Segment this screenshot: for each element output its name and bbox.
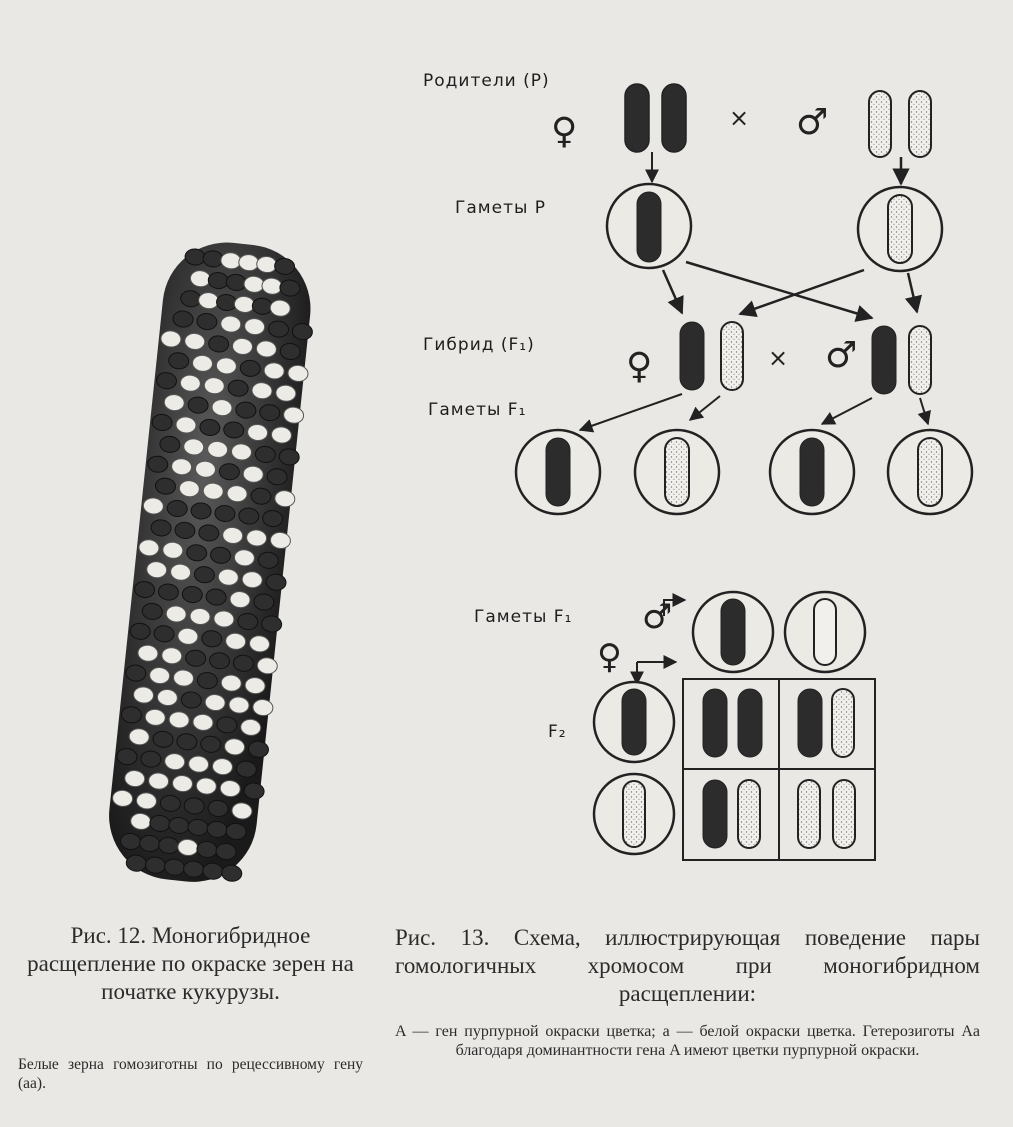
cross-symbol-parents: × [729,104,749,132]
punnett-cell-Aa-top [798,689,854,757]
male-symbol-hybrid: ♂ [825,335,857,376]
corn-cob-illustration [103,236,321,888]
female-symbol-square: ♀ [597,637,622,677]
gamete-p-male [858,187,942,271]
fig13-caption: Рис. 13. Схема, иллюстрирующая поведение… [395,924,980,1008]
square-male-gamete-light [785,592,865,672]
female-symbol-hybrid: ♀ [626,346,652,387]
cross-symbol-hybrid: × [768,344,788,372]
cross-scheme: Родители (Р) Гаметы Р Гибрид (F₁) Гаметы… [423,71,972,860]
arrow-p-female-to-f1-male [686,262,872,318]
label-parents: Родители (Р) [423,71,550,91]
male-symbol-square: ♂ [642,597,672,637]
arrow-f1-male-dark [822,398,872,424]
f1-gamete-dark-2 [770,430,854,514]
f1-female-chromosomes [680,322,743,390]
fig13-note: A — ген пурпурной окраски цветка; a — бе… [395,1022,980,1060]
punnett-cell-Aa-bottom [703,780,760,848]
male-symbol-parents: ♂ [796,102,828,143]
f1-gamete-light-1 [635,430,719,514]
arrow-p-male-to-f1-female [740,270,864,314]
label-gametes-p: Гаметы Р [455,198,546,218]
gamete-p-female [607,184,691,268]
f1-gamete-dark-1 [516,430,600,514]
parent-female-chromosomes [625,84,686,152]
arrow-f1-female-light [690,396,720,420]
label-gametes-f1: Гаметы F₁ [428,400,526,420]
fig12-note: Белые зерна гомозиготны по рецессивному … [18,1055,363,1093]
arrow-p-male-to-f1-male [908,273,917,312]
arrow-f1-female-dark [580,394,682,430]
punnett-cell-AA [703,689,762,757]
square-female-gamete-dark [594,682,674,762]
f1-male-chromosomes [872,326,931,394]
fig12-caption: Рис. 12. Моногибридное расщепление по ок… [18,922,363,1006]
label-gametes-f1-square: Гаметы F₁ [474,607,572,627]
square-male-gamete-dark [693,592,773,672]
parent-male-chromosomes [869,91,931,157]
punnett-cell-aa [798,780,855,848]
square-female-gamete-light [594,774,674,854]
arrow-p-female-to-f1-female [663,270,682,313]
female-symbol-parents: ♀ [551,111,577,152]
label-hybrid: Гибрид (F₁) [423,335,535,355]
arrow-f1-male-light [920,398,928,424]
f1-gamete-light-2 [888,430,972,514]
label-f2: F₂ [548,722,567,742]
